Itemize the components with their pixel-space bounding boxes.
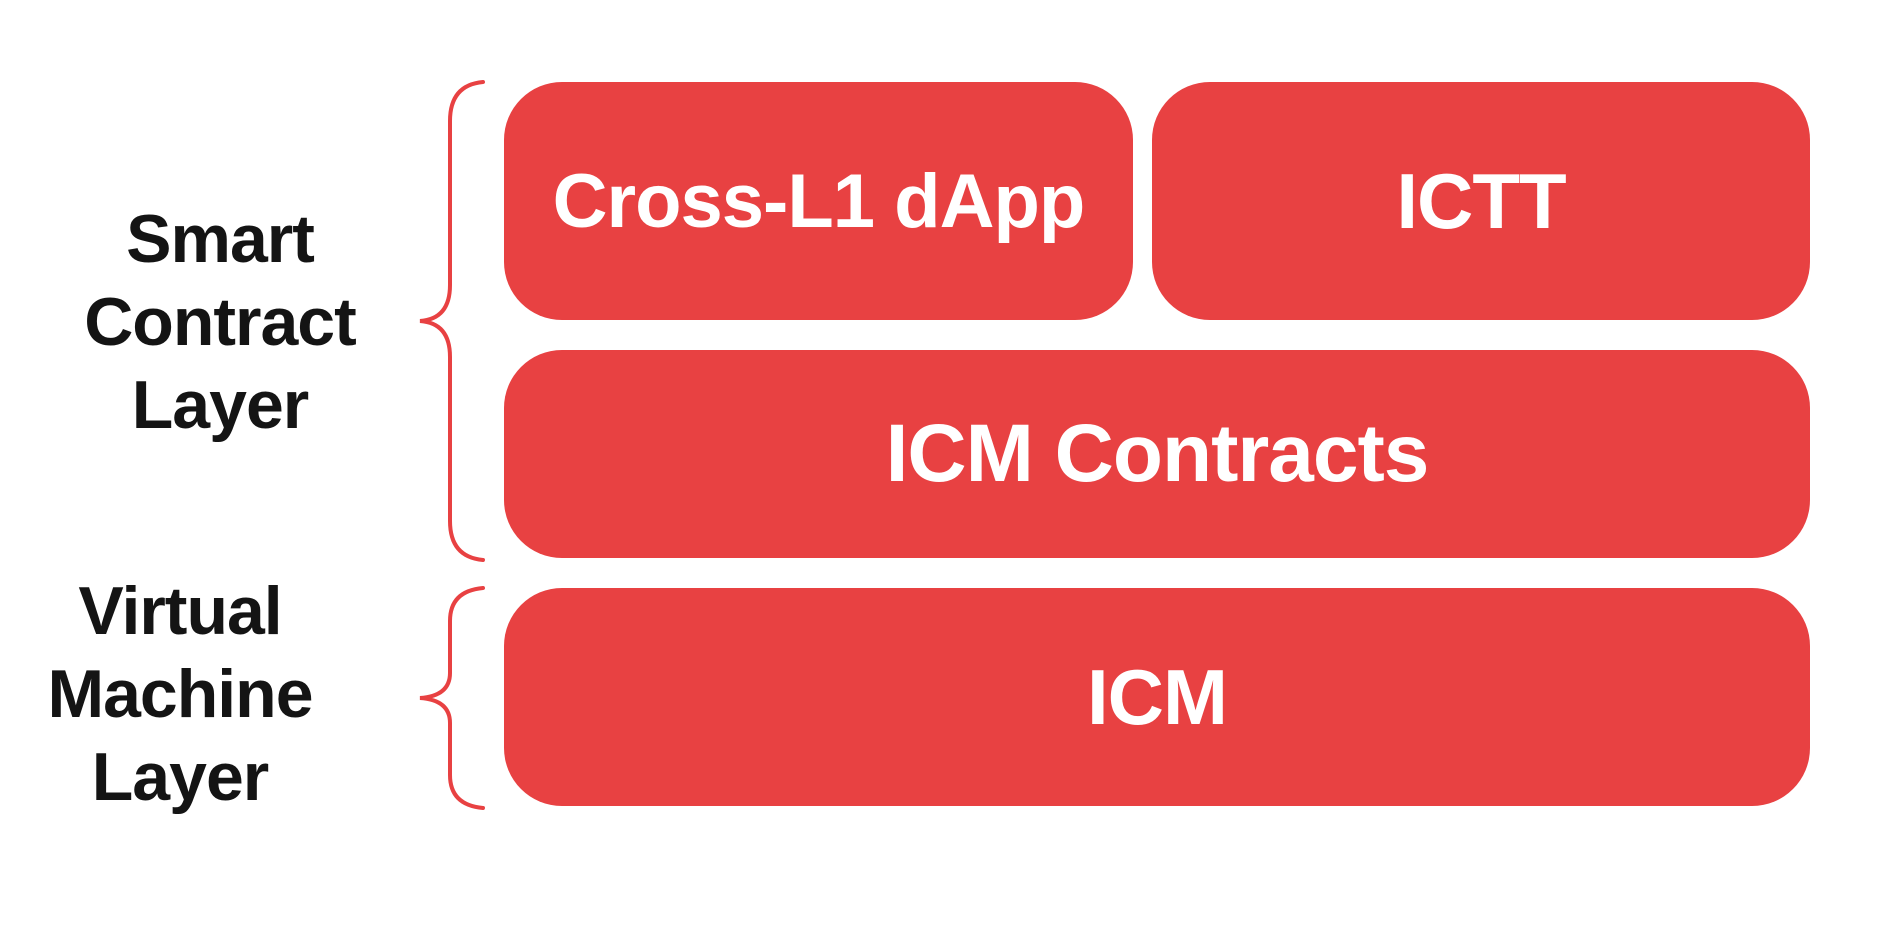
virtual-machine-layer-label: Virtual Machine Layer (47, 573, 313, 815)
brace-path (419, 586, 485, 810)
virtual-machine-brace-icon (419, 586, 485, 810)
icm-contracts-label: ICM Contracts (885, 408, 1430, 499)
smart-contract-layer-label: Smart Contract Layer (84, 201, 357, 443)
ictt-label: ICTT (1396, 156, 1566, 245)
smart-contract-brace-icon (419, 80, 485, 562)
brace-path (419, 80, 485, 562)
cross-l1-dapp-box: Cross-L1 dApp (504, 82, 1133, 320)
icm-label: ICM (1087, 652, 1228, 741)
icm-contracts-box: ICM Contracts (504, 350, 1810, 558)
icm-box: ICM (504, 588, 1810, 806)
cross-l1-dapp-label: Cross-L1 dApp (552, 158, 1086, 244)
ictt-box: ICTT (1152, 82, 1810, 320)
